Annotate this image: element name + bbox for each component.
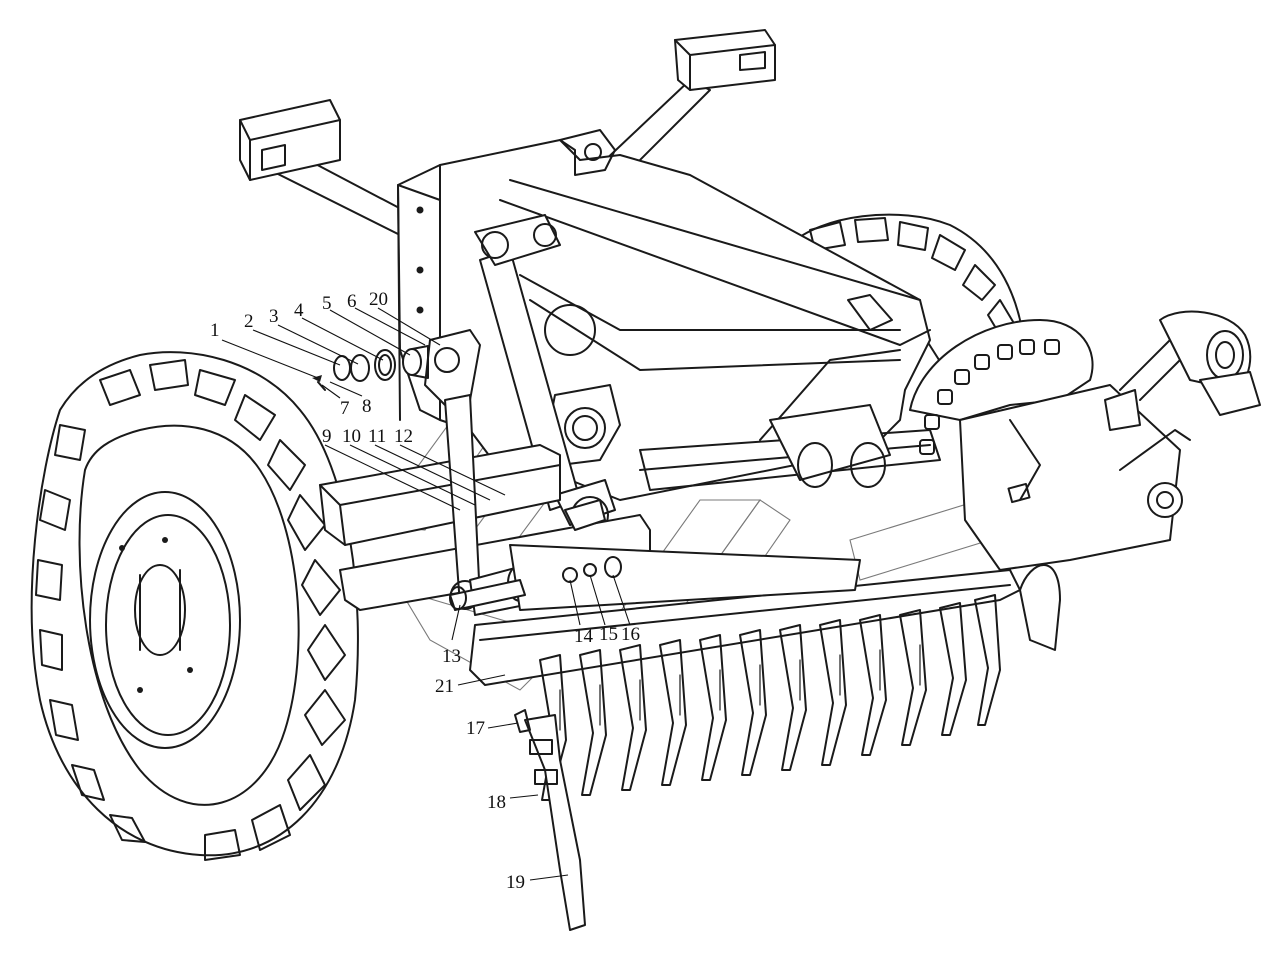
callout-labels: 1 2 3 4 5 6 7 8 9 10 11 12 13 14 15 16 1…: [210, 289, 640, 893]
callout-14: 14: [574, 626, 594, 647]
pin-parts: [312, 345, 429, 391]
callout-13: 13: [442, 646, 461, 667]
callout-9: 9: [322, 426, 332, 447]
leader-lines: [221, 307, 631, 881]
callout-3: 3: [269, 306, 279, 327]
callout-17: 17: [466, 718, 485, 739]
callout-1: 1: [210, 320, 220, 341]
callout-12: 12: [394, 426, 413, 447]
callout-7: 7: [340, 398, 350, 419]
callout-19: 19: [506, 872, 525, 893]
lift-arms: [239, 29, 776, 289]
callout-18: 18: [487, 792, 506, 813]
lower-pins: [449, 499, 622, 611]
callout-5: 5: [322, 293, 332, 314]
callout-15: 15: [599, 624, 618, 645]
callout-6: 6: [347, 291, 357, 312]
callout-4: 4: [294, 300, 304, 321]
callout-21: 21: [435, 676, 454, 697]
callout-10: 10: [342, 426, 361, 447]
cross-beams: [319, 404, 941, 611]
geared-disc-and-arm: [909, 310, 1261, 571]
callout-8: 8: [362, 396, 372, 417]
callout-16: 16: [621, 624, 640, 645]
left-wheel: [30, 351, 359, 861]
callout-20: 20: [369, 289, 388, 310]
callout-2: 2: [244, 311, 254, 332]
tine-bar: [469, 544, 1021, 931]
callout-11: 11: [368, 426, 386, 447]
